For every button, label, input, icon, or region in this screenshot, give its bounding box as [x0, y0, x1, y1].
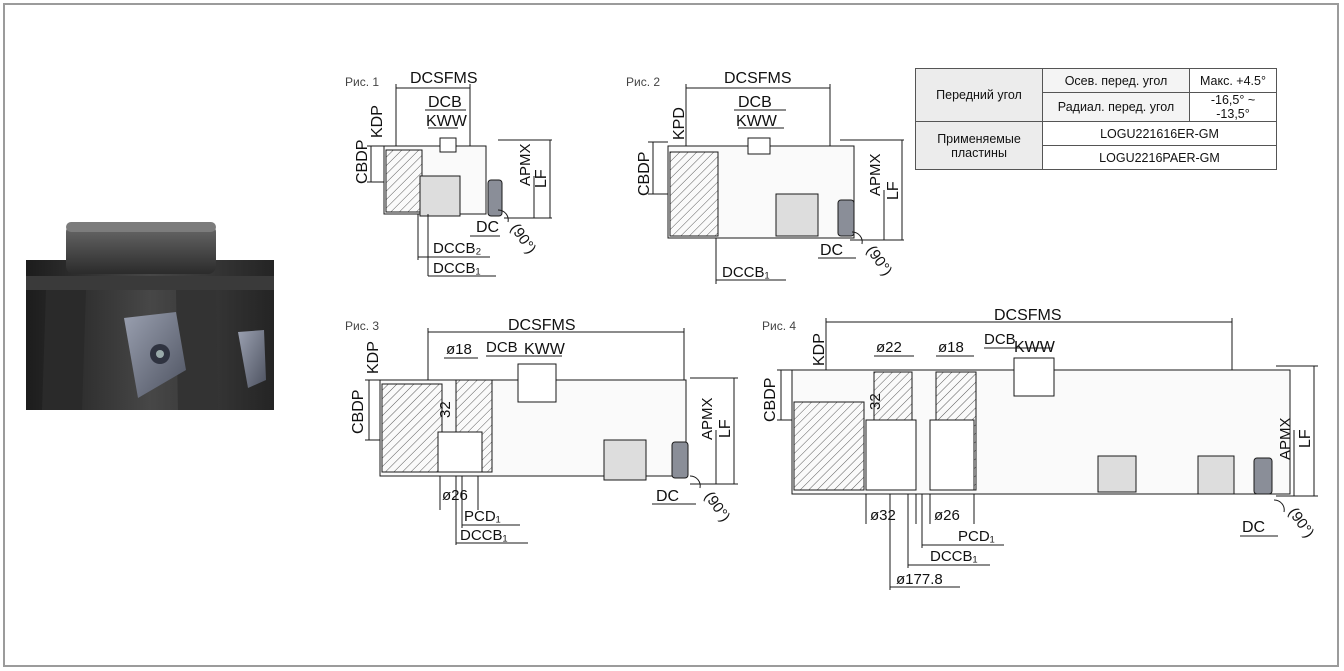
dim-kdp: KDP [365, 341, 382, 374]
face-mill-image [26, 222, 274, 410]
dim-kpd: KPD [671, 107, 688, 140]
insert-1: LOGU221616ER-GM [1042, 121, 1277, 146]
dim-apmx: APMX [867, 153, 884, 196]
rake-angle-label: Передний угол [915, 68, 1043, 122]
dim-pcd1: PCD₁ [958, 528, 995, 545]
dim-dcb: DCB [428, 94, 462, 111]
dim-d22: ø22 [876, 339, 902, 356]
dim-pcd1: PCD₁ [464, 508, 501, 525]
dim-d18: ø18 [446, 341, 472, 358]
figure-3-label: Рис. 3 [345, 319, 379, 333]
dim-kww: KWW [1014, 339, 1056, 356]
dim-dc: DC [476, 219, 499, 236]
dim-32: 32 [437, 401, 454, 418]
dim-angle: (90°) [701, 489, 734, 526]
figure-1-label: Рис. 1 [345, 75, 379, 89]
dim-d26: ø26 [442, 487, 468, 504]
dim-dcsfms: DCSFMS [994, 307, 1062, 324]
axial-rake-value: Макс. +4.5° [1189, 68, 1277, 93]
figure-1: Рис. 1 [345, 75, 552, 277]
figure-4-dims: DCSFMS ø22 ø18 DCB KWW KDP CBDP 32 APMX … [762, 307, 1317, 588]
dim-d18: ø18 [938, 339, 964, 356]
figure-3: Рис. 3 [345, 319, 738, 545]
dim-kdp: KDP [369, 105, 386, 138]
dim-dcsfms: DCSFMS [410, 70, 478, 87]
dim-dc: DC [820, 242, 843, 259]
dim-apmx: APMX [699, 397, 716, 440]
dim-kww: KWW [736, 113, 778, 130]
dim-dccb2: DCCB₂ [433, 240, 482, 257]
dim-dcb: DCB [738, 94, 772, 111]
dim-dc: DC [1242, 519, 1265, 536]
dim-32: 32 [867, 393, 884, 410]
dim-dcb: DCB [984, 331, 1016, 348]
figure-2: Рис. 2 [626, 75, 904, 284]
figure-4: Рис. 4 [762, 318, 1318, 590]
dim-kww: KWW [426, 113, 468, 130]
cutter-photo [26, 220, 274, 410]
radial-rake-value: -16,5° ~ -13,5° [1189, 92, 1277, 122]
dim-dccb1: DCCB₁ [722, 264, 770, 281]
dim-lf: LF [885, 181, 902, 200]
dim-dcsfms: DCSFMS [508, 317, 576, 334]
dim-angle: (90°) [1285, 505, 1318, 542]
inserts-label: Применяемые пластины [915, 121, 1043, 170]
dim-lf: LF [717, 419, 734, 438]
dim-lf: LF [533, 169, 550, 188]
dim-cbdp: CBDP [354, 140, 371, 184]
dim-dcb: DCB [486, 339, 518, 356]
spec-table: Передний угол Осев. перед. угол Макс. +4… [915, 68, 1277, 170]
dim-cbdp: CBDP [350, 390, 367, 434]
radial-rake-label: Радиал. перед. угол [1042, 92, 1190, 122]
dim-apmx: APMX [517, 143, 534, 186]
dim-dccb1: DCCB₁ [930, 548, 978, 565]
dim-kww: KWW [524, 341, 566, 358]
figure-2-label: Рис. 2 [626, 75, 660, 89]
dim-d26: ø26 [934, 507, 960, 524]
dim-kdp: KDP [811, 333, 828, 366]
dim-dcsfms: DCSFMS [724, 70, 792, 87]
dim-cbdp: CBDP [636, 152, 653, 196]
dim-angle: (90°) [863, 243, 896, 280]
dim-cbdp: CBDP [762, 378, 779, 422]
dim-dc: DC [656, 488, 679, 505]
dim-apmx: APMX [1277, 417, 1294, 460]
dim-angle: (90°) [507, 221, 540, 258]
insert-2: LOGU2216PAER-GM [1042, 145, 1277, 170]
dim-d32: ø32 [870, 507, 896, 524]
dim-d177-8: ø177.8 [896, 571, 943, 588]
figure-4-label: Рис. 4 [762, 319, 796, 333]
dim-dccb1: DCCB₁ [460, 527, 508, 544]
dim-lf: LF [1297, 429, 1314, 448]
axial-rake-label: Осев. перед. угол [1042, 68, 1190, 93]
dim-dccb1: DCCB₁ [433, 260, 481, 277]
